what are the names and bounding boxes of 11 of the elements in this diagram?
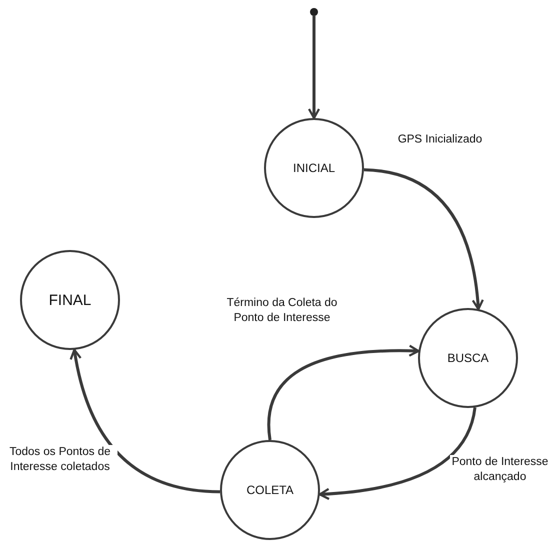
start-dot [310,8,318,16]
arrow [364,168,484,310]
arrow [318,407,476,500]
edge-label: Ponto de Interesse alcançado [450,455,550,485]
state-name: FINAL [48,292,92,308]
arrow [70,348,220,494]
arrow [267,344,420,440]
state-name: INICIAL [292,161,335,175]
state-name: BUSCA [447,351,489,365]
state-name: COLETA [246,483,294,497]
arrow [308,16,320,120]
